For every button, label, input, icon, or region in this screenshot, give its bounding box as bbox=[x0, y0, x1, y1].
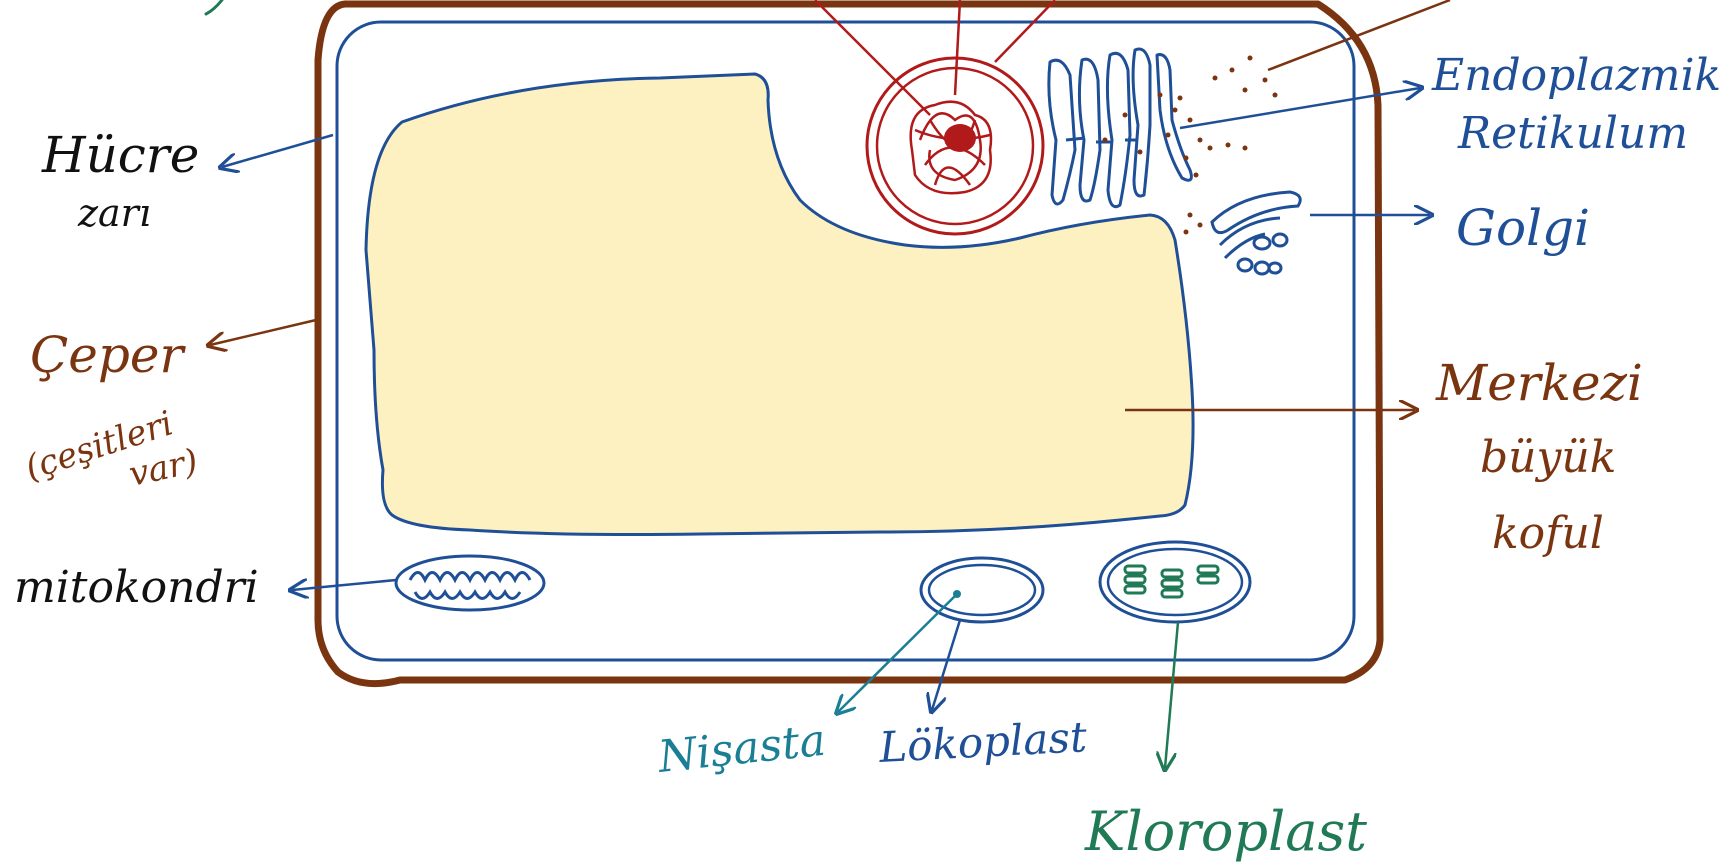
arrow-mitochondrion bbox=[292, 580, 396, 590]
arrow-starch bbox=[838, 594, 957, 712]
label-hucre-zari-line2: zarı bbox=[77, 191, 151, 235]
label-endoplazmik-line2: Retikulum bbox=[1457, 108, 1688, 159]
label-hucre-zari-line1: Hücre bbox=[41, 126, 199, 184]
arrow-ribosomes bbox=[1268, 0, 1450, 70]
label-merkezi-line2: büyük bbox=[1480, 432, 1616, 483]
label-ceper-line1: Çeper bbox=[30, 326, 186, 384]
chloroplast bbox=[1100, 542, 1250, 622]
green-fragment bbox=[206, 0, 222, 14]
label-merkezi-line1: Merkezi bbox=[1435, 354, 1643, 412]
nucleus bbox=[815, 0, 1055, 234]
central-vacuole bbox=[366, 74, 1193, 535]
label-golgi: Golgi bbox=[1456, 199, 1590, 257]
arrow-chloroplast bbox=[1165, 622, 1178, 768]
label-kloroplast: Kloroplast bbox=[1084, 800, 1367, 863]
mitochondrion bbox=[396, 556, 544, 610]
golgi-apparatus bbox=[1212, 192, 1300, 274]
arrow-er bbox=[1180, 88, 1420, 128]
label-mitokondri: mitokondri bbox=[14, 562, 259, 613]
label-nisasta: Nişasta bbox=[655, 715, 828, 783]
label-merkezi-line3: koful bbox=[1492, 508, 1604, 559]
arrow-leucoplast bbox=[932, 620, 960, 710]
label-endoplazmik-line1: Endoplazmik bbox=[1431, 50, 1721, 101]
label-lokoplast: Lökoplast bbox=[877, 712, 1088, 772]
endoplasmic-reticulum bbox=[1049, 49, 1192, 207]
arrow-wall bbox=[210, 320, 316, 345]
